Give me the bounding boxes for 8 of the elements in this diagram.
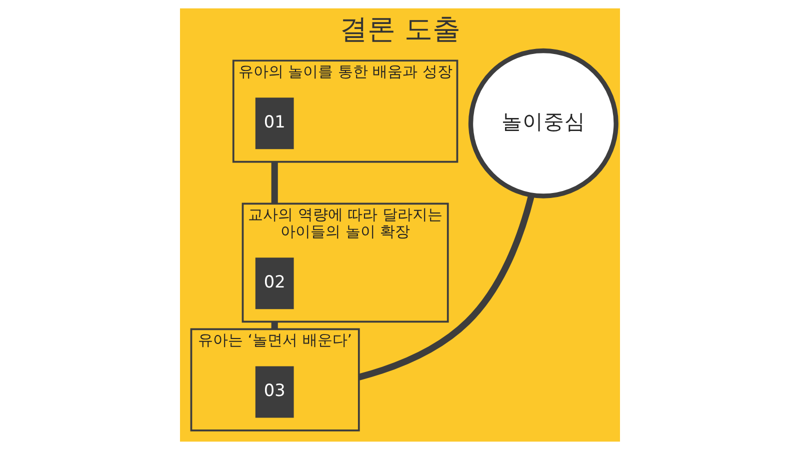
connector (271, 162, 278, 204)
node-box: 03 (255, 366, 294, 418)
node-circle: 놀이중심 (468, 48, 618, 198)
node-box: 02 (255, 258, 294, 310)
connector (358, 194, 535, 380)
diagram-title: 결론 도출 (340, 12, 460, 46)
connector (271, 322, 278, 330)
node-box: 01 (255, 98, 294, 150)
